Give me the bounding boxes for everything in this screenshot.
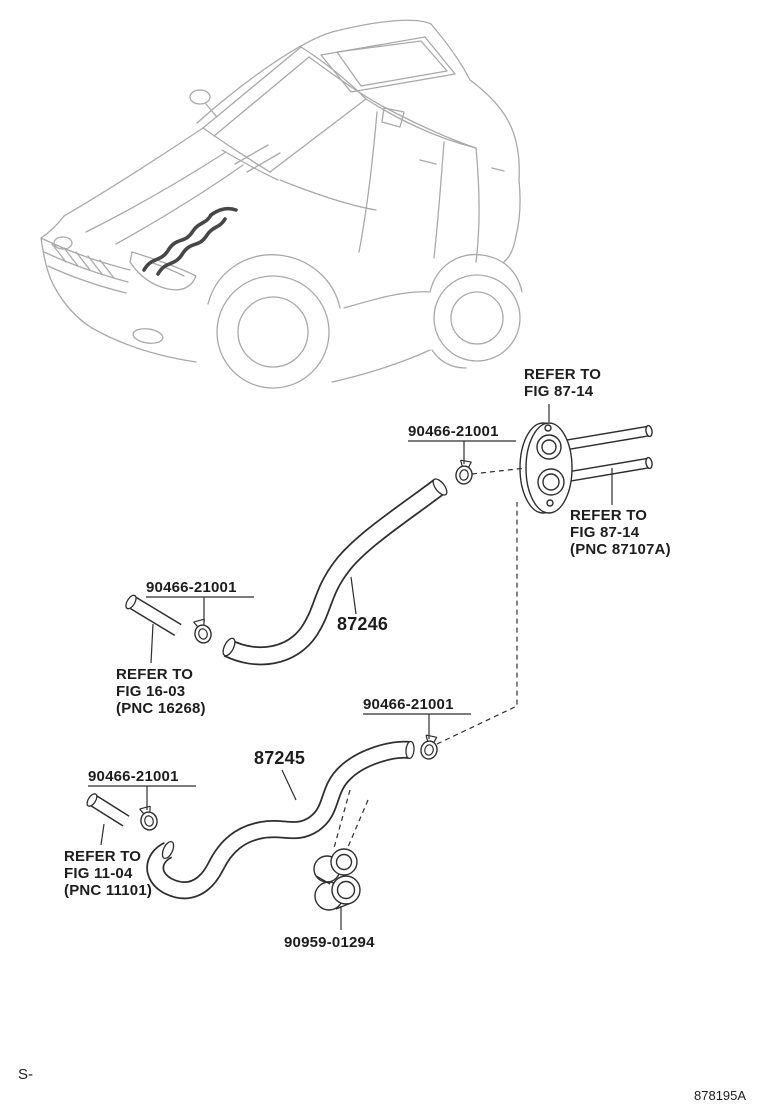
callout-line: (PNC 16268): [116, 700, 206, 717]
callout-line: REFER TO: [64, 848, 142, 865]
part-label-clamp-middle: 90466-21001: [363, 696, 454, 713]
part-label-clamp-upper-left: 90466-21001: [146, 579, 237, 596]
part-label-clamp-lower-left: 90466-21001: [88, 768, 179, 785]
grommet-90959-drawing: [313, 848, 361, 911]
assembly-dashed-lines: [333, 467, 527, 849]
leader-lines: [88, 404, 613, 930]
callout-line: (PNC 11101): [64, 882, 153, 899]
part-label-hose-87246: 87246: [337, 614, 389, 634]
hose-87246-drawing: [222, 478, 448, 666]
part-label-clamp-top: 90466-21001: [408, 423, 499, 440]
callout-line: REFER TO: [116, 666, 194, 683]
callout-line: FIG 16-03: [116, 683, 186, 700]
part-label-hose-87245: 87245: [254, 748, 306, 768]
page-code-left: S-: [18, 1066, 33, 1083]
callout-ref-fig-11-04: REFER TO FIG 11-04 (PNC 11101): [64, 848, 152, 899]
callout-ref-fig-87-14-top: REFER TO FIG 87-14: [524, 366, 601, 400]
pipe-stub-fig-16-03-drawing: [125, 594, 182, 636]
heater-unit-flange-drawing: [519, 422, 653, 514]
hose-87245-drawing: [146, 740, 415, 900]
callout-ref-fig-87-14-right: REFER TO FIG 87-14 (PNC 87107A): [570, 507, 671, 558]
engine-bay-hose-highlight: [142, 206, 238, 276]
callout-line: FIG 87-14: [570, 524, 640, 541]
hose-clamp-upper-left: [190, 617, 214, 646]
pipe-stub-fig-11-04-drawing: [86, 793, 130, 827]
callout-line: REFER TO: [570, 507, 648, 524]
callout-ref-fig-16-03: REFER TO FIG 16-03 (PNC 16268): [116, 666, 206, 717]
part-label-grommet-90959: 90959-01294: [284, 934, 375, 951]
callout-line: FIG 87-14: [524, 383, 594, 400]
callout-line: FIG 11-04: [64, 865, 133, 882]
car-illustration: [40, 19, 523, 389]
callout-line: (PNC 87107A): [570, 541, 671, 558]
figure-number: 878195A: [694, 1088, 747, 1103]
callout-line: REFER TO: [524, 366, 602, 383]
hose-clamp-lower-left: [136, 804, 160, 833]
